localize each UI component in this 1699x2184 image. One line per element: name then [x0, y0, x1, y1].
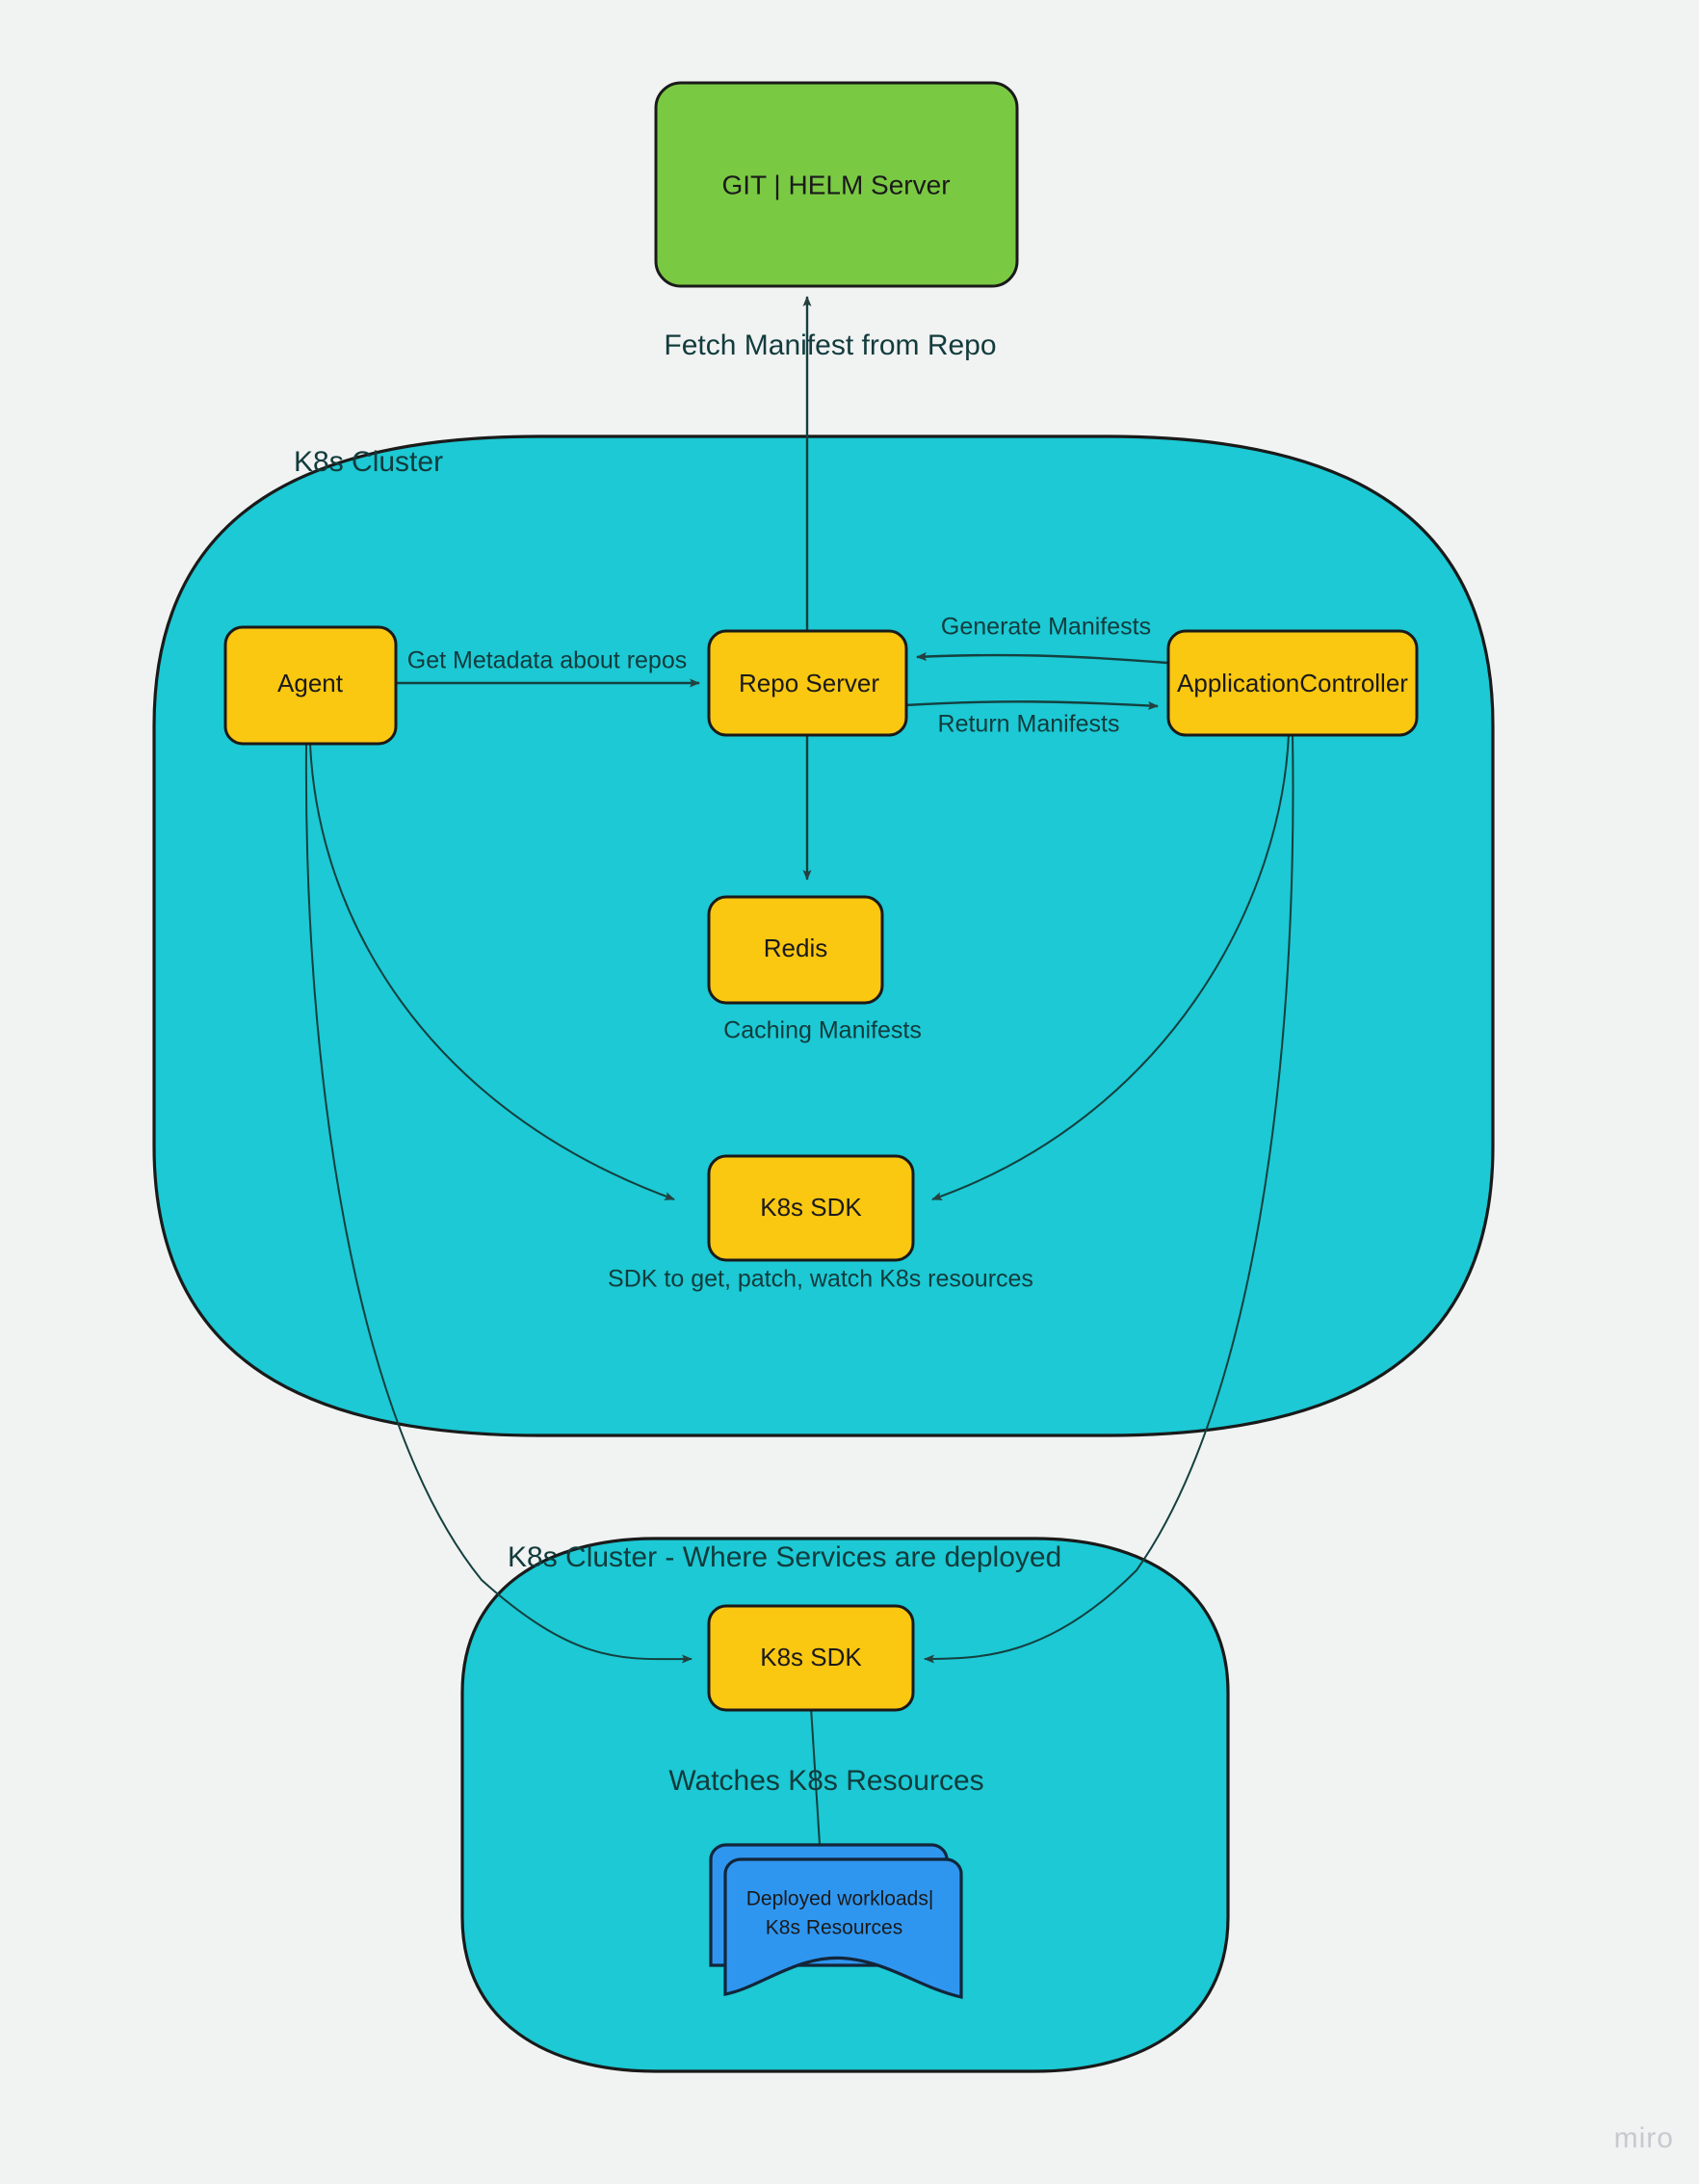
edge-label-return-manifests: Return Manifests: [938, 711, 1120, 738]
caption-sdk-description: SDK to get, patch, watch K8s resources: [608, 1266, 1033, 1293]
cluster-upper-title: K8s Cluster: [294, 446, 443, 478]
edge-appcontroller-to-k8ssdk-lower: [924, 733, 1294, 1664]
cluster-lower-title: K8s Cluster - Where Services are deploye…: [508, 1541, 1061, 1573]
edge-k8ssdk-to-workloads: Watches K8s Resources: [668, 1706, 984, 1860]
k8s-sdk-lower-box[interactable]: [707, 1604, 915, 1712]
node-k8s-sdk-upper[interactable]: K8s SDK SDK to get, patch, watch K8s res…: [608, 1154, 1033, 1293]
edge-agent-to-k8ssdk-upper: [309, 743, 675, 1200]
git-server-box[interactable]: [654, 81, 1019, 288]
k8s-sdk-upper-label: K8s SDK: [760, 1193, 862, 1222]
agent-label: Agent: [277, 669, 344, 697]
node-agent[interactable]: Agent: [223, 625, 398, 746]
node-repo-server[interactable]: Repo Server: [707, 629, 908, 737]
miro-watermark: miro: [1613, 2122, 1674, 2154]
edge-repo-to-git: Fetch Manifest from Repo: [664, 296, 997, 631]
redis-box[interactable]: [707, 895, 884, 1005]
agent-box[interactable]: [223, 625, 398, 746]
node-redis[interactable]: Redis Caching Manifests: [707, 895, 922, 1044]
edge-label-generate-manifests: Generate Manifests: [941, 614, 1151, 641]
node-k8s-sdk-lower[interactable]: K8s SDK: [707, 1604, 915, 1712]
workload-label-line2: K8s Resources: [766, 1917, 902, 1939]
edge-label-fetch-manifest: Fetch Manifest from Repo: [664, 329, 996, 361]
edge-label-get-metadata: Get Metadata about repos: [407, 647, 687, 674]
cluster-lower-group: K8s Cluster - Where Services are deploye…: [460, 1537, 1230, 2073]
node-deployed-workloads[interactable]: Deployed workloads| K8s Resources: [709, 1843, 963, 2000]
edge-appcontroller-to-k8ssdk-upper: [931, 733, 1290, 1200]
workload-label-line1: Deployed workloads|: [746, 1888, 934, 1910]
node-git-helm-server[interactable]: GIT | HELM Server: [654, 81, 1019, 288]
application-controller-box[interactable]: [1166, 629, 1419, 737]
k8s-sdk-upper-box[interactable]: [707, 1154, 915, 1262]
edge-label-watches-k8s-resources: Watches K8s Resources: [668, 1765, 983, 1797]
git-server-label: GIT | HELM Server: [721, 170, 950, 199]
edge-agent-to-repo: Get Metadata about repos: [396, 647, 700, 688]
cluster-lower-boundary: [460, 1537, 1230, 2073]
k8s-sdk-lower-label: K8s SDK: [760, 1643, 862, 1671]
node-application-controller[interactable]: ApplicationController: [1166, 629, 1419, 737]
workload-front-sheet[interactable]: [723, 1857, 963, 2000]
edge-repo-to-appcontroller: Return Manifests: [904, 700, 1159, 738]
repo-server-label: Repo Server: [739, 669, 879, 697]
redis-label: Redis: [764, 934, 827, 962]
application-controller-label: ApplicationController: [1177, 669, 1408, 697]
caption-caching-manifests: Caching Manifests: [723, 1017, 922, 1044]
edge-appcontroller-to-repo: Generate Manifests: [916, 614, 1168, 665]
edge-agent-to-k8ssdk-lower: [304, 743, 693, 1664]
repo-server-box[interactable]: [707, 629, 908, 737]
